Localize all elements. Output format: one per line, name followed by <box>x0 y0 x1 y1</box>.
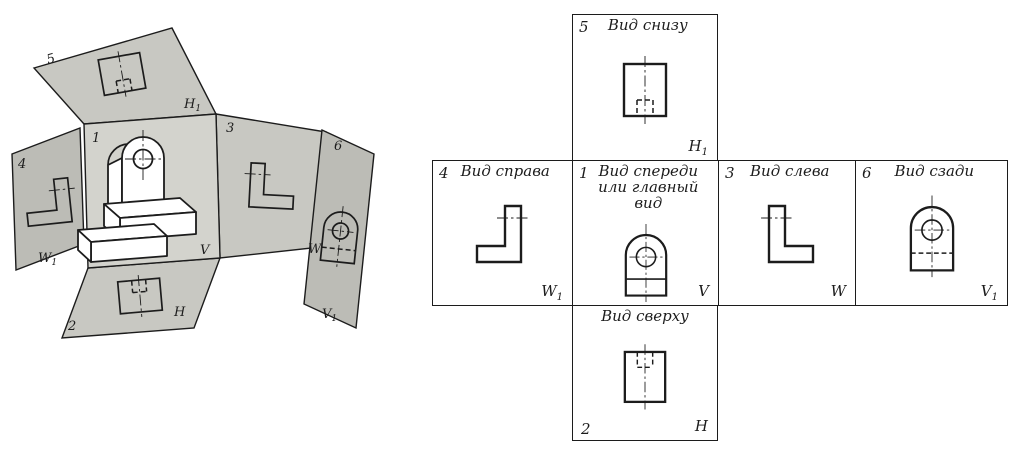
flap-5-mini-view <box>97 51 147 97</box>
pictorial-letter-V1: V1 <box>322 307 337 324</box>
cell-header-left: 3 Вид слева <box>719 161 855 182</box>
cell-view-rear: 6 Вид сзади V1 <box>855 160 1008 306</box>
view-number-rear: 6 <box>862 164 872 182</box>
view-number-left: 3 <box>725 164 735 182</box>
flap-3-mini-view <box>244 161 295 211</box>
cell-view-front: 1 Вид спереди или главный вид V <box>572 160 719 306</box>
flap-6-mini-view <box>319 206 359 267</box>
plane-letter-V: V <box>698 282 709 300</box>
pictorial-letter-H1: H1 <box>183 97 201 114</box>
view-number-top: 2 <box>581 420 591 438</box>
front-view-drawing <box>624 224 667 303</box>
pictorial-letter-W1: W1 <box>38 251 57 268</box>
cell-view-top: Вид сверху 2 H <box>572 305 718 441</box>
plane-2-flap <box>60 257 222 339</box>
view-label-top: Вид сверху <box>601 307 689 325</box>
pictorial-letter-V: V <box>200 243 211 258</box>
plane-letter-V1: V1 <box>980 282 998 303</box>
view-number-bottom: 5 <box>579 18 589 36</box>
plane-4-flap <box>11 126 85 272</box>
pictorial-number-4: 4 <box>17 157 26 172</box>
plane-letter-H: H <box>694 417 708 435</box>
pictorial-letter-H: H <box>173 305 186 320</box>
plane-letter-W: W <box>830 282 846 300</box>
view-number-front: 1 <box>579 164 589 182</box>
bottom-view-drawing <box>622 56 668 124</box>
cell-view-left: 3 Вид слева W <box>718 160 856 306</box>
pictorial-number-6: 6 <box>334 139 342 154</box>
view-number-right: 4 <box>439 164 449 182</box>
plane-6-flap <box>303 128 375 330</box>
view-label-right: Вид справа <box>460 162 550 180</box>
left-view-drawing <box>761 204 815 264</box>
object-3d-bracket <box>77 130 197 263</box>
pictorial-number-3: 3 <box>226 121 234 136</box>
view-label-bottom: Вид снизу <box>607 16 688 34</box>
flap-4-mini-view <box>26 176 75 228</box>
pictorial-number-1: 1 <box>92 131 100 146</box>
pictorial-number-5: 5 <box>45 51 57 68</box>
cell-view-right: 4 Вид справа W1 <box>432 160 573 306</box>
plane-letter-W1: W1 <box>541 282 563 303</box>
pictorial-letter-W: W <box>308 242 323 257</box>
cell-header-bottom: 5 Вид снизу <box>573 15 717 36</box>
cell-view-bottom: 5 Вид снизу H1 <box>572 14 718 161</box>
top-view-drawing <box>623 344 667 410</box>
pictorial-unfolded-projection-box: 1 2 3 4 5 6 V H W H1 W1 V1 <box>11 27 375 339</box>
plane-letter-H1: H1 <box>688 137 708 158</box>
view-label-rear: Вид сзади <box>894 162 975 180</box>
cell-header-top: Вид сверху <box>573 306 717 325</box>
cell-header-front: 1 Вид спереди или главный вид <box>573 161 718 211</box>
flap-2-mini-view <box>116 275 164 317</box>
view-label-front: Вид спереди или главный вид <box>598 162 699 212</box>
cell-header-rear: 6 Вид сзади <box>856 161 1007 182</box>
rear-view-drawing <box>909 195 954 278</box>
right-view-drawing <box>475 204 529 264</box>
view-label-left: Вид слева <box>750 162 830 180</box>
pictorial-number-2: 2 <box>67 319 76 334</box>
cell-header-right: 4 Вид справа <box>433 161 572 182</box>
